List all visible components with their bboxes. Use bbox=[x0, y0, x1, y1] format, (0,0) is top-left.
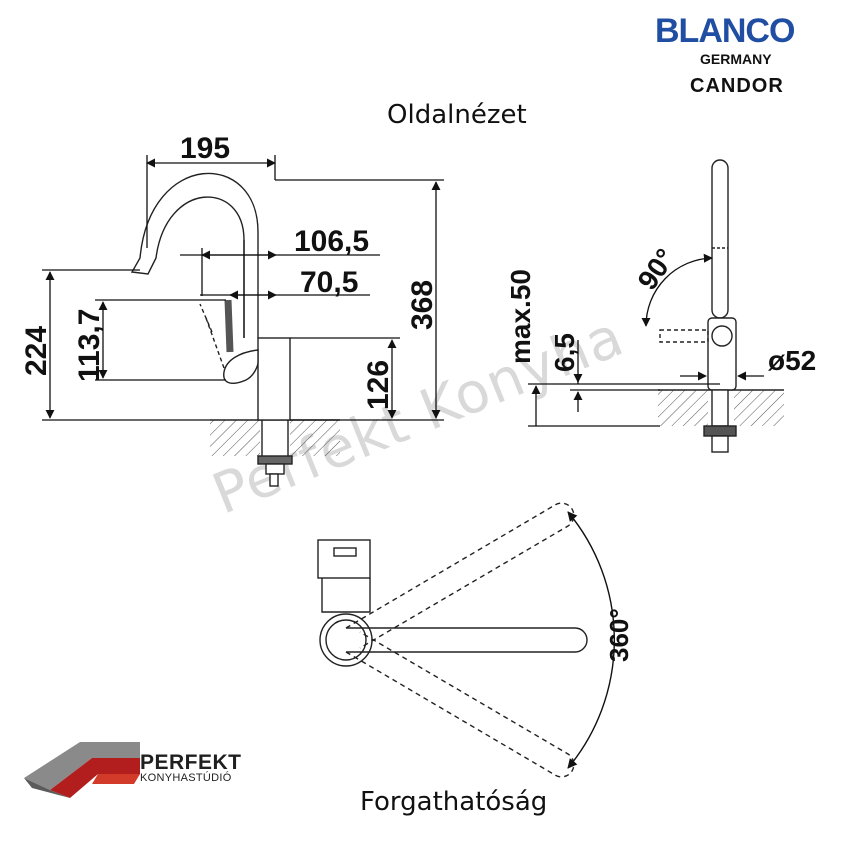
dim-lever-offset: 70,5 bbox=[300, 266, 358, 299]
spout-outer bbox=[130, 172, 259, 338]
dim-swivel-angle: 360° bbox=[604, 608, 634, 662]
perfekt-logo-icon bbox=[24, 742, 140, 798]
dim-diameter: ø52 bbox=[768, 345, 816, 376]
dim-lever-angle: 90° bbox=[632, 243, 682, 295]
lever bbox=[223, 349, 259, 384]
brand-country: GERMANY bbox=[700, 51, 772, 67]
dim-spout-height: 224 bbox=[20, 326, 53, 376]
spout-position-upper bbox=[345, 502, 575, 649]
dim-gap: 6,5 bbox=[549, 333, 580, 372]
faucet-body bbox=[257, 337, 291, 421]
spout-position-center bbox=[346, 627, 588, 653]
side-view bbox=[130, 172, 340, 487]
countertop-front-left bbox=[658, 390, 708, 426]
dim-reach: 195 bbox=[180, 132, 230, 165]
side-dimension-lines bbox=[42, 155, 444, 421]
side-view-title: Oldalnézet bbox=[387, 100, 527, 130]
countertop-front-right bbox=[734, 390, 784, 426]
rotation-view bbox=[317, 502, 616, 778]
dim-body-height: 126 bbox=[362, 360, 395, 410]
rotation-view-title: Forgathatóság bbox=[360, 787, 548, 817]
spout-position-lower bbox=[345, 631, 575, 778]
countertop-left bbox=[210, 420, 260, 456]
dim-lever-height: 113,7 bbox=[73, 309, 106, 382]
dealer-tagline: KONYHASTÚDIÓ bbox=[140, 772, 232, 784]
dealer-name: PERFEKT bbox=[140, 751, 242, 774]
dim-max-thickness: max.50 bbox=[505, 269, 536, 364]
blanco-logo: BLANCO bbox=[655, 12, 795, 50]
dim-spout-offset: 106,5 bbox=[294, 225, 369, 258]
faucet-shank bbox=[261, 419, 289, 459]
front-dimension-lines bbox=[528, 253, 764, 427]
countertop-right bbox=[290, 420, 340, 456]
model-name: CANDOR bbox=[690, 75, 784, 97]
dim-total-height: 368 bbox=[406, 280, 439, 330]
front-spout bbox=[711, 159, 729, 319]
front-view bbox=[658, 159, 784, 453]
